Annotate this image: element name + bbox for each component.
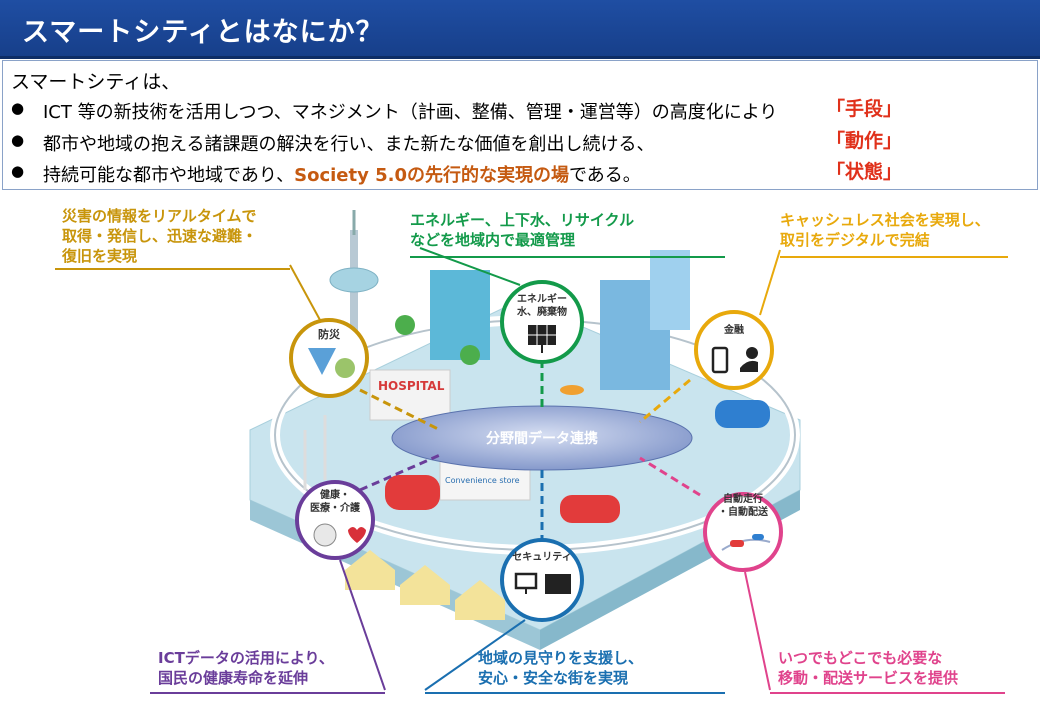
node-mobility-label-2: ・自動配送: [718, 505, 769, 518]
callout-disaster: 災害の情報をリアルタイムで 取得・発信し、迅速な避難・ 復旧を実現: [62, 206, 257, 266]
smart-city-illustration: HOSPITAL Convenience store 分野間データ連携 防災 エ…: [249, 210, 801, 691]
node-disaster: 防災: [289, 318, 369, 398]
underline-health: [150, 692, 385, 694]
building-1: [430, 270, 490, 360]
callout-energy: エネルギー、上下水、リサイクル などを地域内で最適管理: [410, 210, 634, 250]
definition-box: スマートシティは、 ● ICT 等の新技術を活用しつつ、マネジメント（計画、整備…: [2, 60, 1038, 190]
connector-finance: [639, 378, 691, 424]
store-sign: Convenience store: [445, 476, 520, 485]
bullet-text: 持続可能な都市や地域であり、Society 5.0の先行的な実現の場である。: [43, 161, 641, 187]
definition-intro: スマートシティは、: [11, 71, 181, 93]
underline-security: [425, 692, 725, 694]
callout-security: 地域の見守りを支援し、 安心・安全な街を実現: [478, 648, 643, 688]
house: [345, 550, 395, 590]
mini-car-icon: [730, 540, 744, 547]
tower-deck: [329, 267, 379, 293]
hospital-sign: HOSPITAL: [378, 379, 445, 393]
doctor-icon: [313, 523, 337, 547]
tree: [460, 345, 480, 365]
house: [400, 565, 450, 605]
connector-mobility: [639, 456, 701, 497]
callout-mobility: いつでもどこでも必要な 移動・配送サービスを提供: [778, 648, 958, 688]
hand-coin-icon: [740, 360, 758, 372]
callout-line: 移動・配送サービスを提供: [778, 669, 959, 687]
callout-line: 取得・発信し、迅速な避難・: [62, 227, 258, 245]
node-health: 健康・ 医療・介護: [295, 480, 375, 560]
callout-line: 災害の情報をリアルタイムで: [62, 207, 257, 225]
underline-mobility: [770, 692, 1005, 694]
callout-line: ICTデータの活用により、: [158, 649, 334, 667]
callout-line: 安心・安全な街を実現: [478, 669, 629, 687]
hub-label: 分野間データ連携: [486, 430, 598, 447]
leader-health: [339, 559, 386, 691]
underline-disaster: [55, 268, 290, 270]
tree: [395, 315, 415, 335]
callout-line: 復旧を実現: [62, 247, 138, 265]
bullet-tag: 「手段」: [826, 98, 903, 120]
leader-mobility: [744, 571, 771, 691]
connector-health: [359, 453, 441, 492]
underline-energy: [410, 256, 725, 258]
node-security-label: セキュリティ: [512, 551, 571, 563]
definition-bullet-3: ● 持続可能な都市や地域であり、Society 5.0の先行的な実現の場である。…: [11, 161, 1031, 191]
drone: [560, 385, 584, 395]
connector-disaster: [359, 388, 441, 432]
callout-health: ICTデータの活用により、 国民の健康寿命を延伸: [158, 648, 334, 688]
bullet-dot: ●: [11, 162, 25, 180]
callout-finance: キャッシュレス社会を実現し、 取引をデジタルで完結: [780, 210, 990, 250]
bullet-tag: 「状態」: [826, 161, 903, 183]
building-icon: [545, 574, 571, 594]
definition-bullet-1: ● ICT 等の新技術を活用しつつ、マネジメント（計画、整備、管理・運営等）の高…: [11, 98, 1031, 128]
node-energy: エネルギー 水、廃棄物: [500, 280, 584, 364]
callout-line: などを地域内で最適管理: [410, 231, 576, 249]
leader-security: [424, 619, 526, 691]
callout-line: 地域の見守りを支援し、: [478, 649, 644, 667]
node-security: セキュリティ: [500, 538, 584, 622]
node-health-label-1: 健康・: [320, 488, 350, 501]
car-red: [385, 475, 440, 510]
callout-line: いつでもどこでも必要な: [778, 649, 943, 667]
title-bar: スマートシティとはなにか？: [0, 0, 1040, 59]
page-title: スマートシティとはなにか？: [22, 17, 384, 48]
house: [455, 580, 505, 620]
node-finance: 金融: [694, 310, 774, 390]
definition-bullet-2: ● 都市や地域の抱える諸課題の解決を行い、また新たな価値を創出し続ける、 「動作…: [11, 130, 1031, 160]
bullet-dot: ●: [11, 99, 25, 117]
node-mobility-label-1: 自動走行: [723, 492, 763, 505]
callout-line: 取引をデジタルで完結: [780, 231, 930, 249]
node-energy-label-2: 水、廃棄物: [516, 305, 567, 318]
node-energy-label-1: エネルギー: [517, 292, 567, 305]
heart-icon: [348, 527, 366, 543]
mini-car-icon: [752, 534, 764, 540]
bullet-text-post: である。: [568, 165, 641, 186]
node-disaster-label: 防災: [318, 327, 341, 341]
solar-panel-icon: [528, 325, 556, 353]
bullet-text: 都市や地域の抱える諸課題の解決を行い、また新たな価値を創出し続ける、: [43, 134, 655, 155]
leader-energy: [419, 247, 521, 286]
leader-disaster: [289, 264, 321, 321]
building-3: [650, 250, 690, 330]
car-blue: [715, 400, 770, 428]
road-icon: [721, 538, 771, 551]
leader-finance: [759, 249, 781, 316]
bullet-tag: 「動作」: [826, 130, 903, 152]
callout-line: キャッシュレス社会を実現し、: [780, 211, 990, 229]
bullet-dot: ●: [11, 131, 25, 149]
bullet-text-pre: 持続可能な都市や地域であり、: [43, 165, 295, 186]
smartphone-icon: [711, 346, 729, 374]
callout-line: エネルギー、上下水、リサイクル: [410, 211, 635, 229]
node-mobility: 自動走行 ・自動配送: [703, 492, 783, 572]
node-health-label-2: 医療・介護: [310, 501, 361, 514]
node-finance-label: 金融: [723, 323, 744, 336]
bullet-text-highlight: Society 5.0の先行的な実現の場: [294, 165, 569, 186]
underline-finance: [780, 256, 1008, 258]
callout-line: 国民の健康寿命を延伸: [158, 669, 309, 687]
car-red: [560, 495, 620, 523]
hospital-building: [369, 369, 451, 421]
bullet-text: ICT 等の新技術を活用しつつ、マネジメント（計画、整備、管理・運営等）の高度化…: [43, 102, 778, 123]
